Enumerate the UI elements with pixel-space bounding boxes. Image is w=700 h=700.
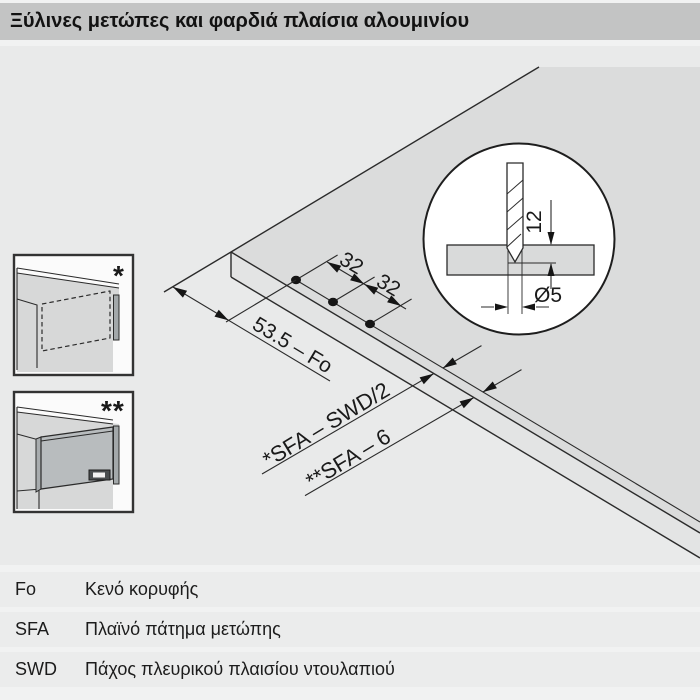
arrow-icon	[442, 357, 457, 369]
arrow-icon	[364, 284, 379, 295]
arrow-icon	[350, 273, 365, 284]
extension-line-3	[373, 298, 412, 323]
hole-2	[328, 297, 338, 307]
legend-abbr: SWD	[15, 659, 57, 679]
legend-row-fo: Fo Κενό κορυφής	[0, 572, 700, 607]
arrow-icon	[327, 262, 342, 273]
cabinet-body	[17, 273, 119, 372]
edge-distance-arrows	[173, 287, 229, 321]
frame-distance-arrows	[459, 381, 497, 409]
overlay-distance-arrows	[419, 357, 457, 385]
drill-flutes	[506, 179, 524, 248]
legend-definition: Πλαϊνό πάτημα μετώπης	[85, 619, 281, 639]
extension-line-1	[299, 254, 338, 279]
top-edge-line	[16, 406, 114, 421]
inset-overlay-front: *	[12, 253, 135, 377]
hole-wall-lines	[507, 245, 523, 314]
top-edge-line	[16, 267, 120, 285]
drill-depth-label: 12	[523, 210, 546, 233]
inset-marker-label: **	[101, 395, 125, 426]
front-panel-top-thickness	[40, 430, 114, 442]
panel-front-bottom-edge	[230, 276, 700, 559]
cabinet-lines	[16, 267, 120, 370]
inset-aluminium-frame-front: **	[12, 390, 135, 514]
trigger-slot	[93, 472, 105, 478]
legend-definition: Κενό κορυφής	[85, 579, 199, 599]
legend-abbr: Fo	[15, 579, 37, 599]
panel-front-top-edge	[230, 251, 700, 534]
arrow-icon	[459, 397, 474, 409]
interior-corner-line	[16, 298, 38, 368]
front-panel-side-edge	[35, 436, 42, 493]
arrow-icon	[495, 303, 508, 311]
legend-row-sfa: SFA Πλαϊνό πάτημα μετώπης	[0, 612, 700, 647]
arrow-icon	[419, 373, 434, 385]
extension-line-2	[336, 276, 375, 301]
top-edge-line-2	[16, 411, 114, 425]
arrow-icon	[482, 381, 497, 393]
arrow-icon	[214, 309, 229, 321]
arrow-icon	[387, 295, 402, 306]
overlay-marker-label: *	[113, 260, 124, 291]
drill-detail-circle: 12 Ø5	[422, 142, 616, 336]
diagram-canvas: 32 32 53.5 – Fo *SFA – SWD/2	[0, 46, 700, 565]
trigger-unit	[88, 469, 111, 481]
arrow-icon	[522, 303, 535, 311]
page-header: Ξύλινες μετώπες και φαρδιά πλαίσια αλουμ…	[0, 3, 700, 40]
abbreviation-legend: Fo Κενό κορυφής SFA Πλαϊνό πάτημα μετώπη…	[0, 572, 700, 692]
installation-diagram: 32 32 53.5 – Fo *SFA – SWD/2	[0, 42, 700, 565]
legend-definition: Πάχος πλευρικού πλαισίου ντουλαπιού	[85, 659, 395, 679]
panel-edges	[163, 66, 700, 559]
hole-centerline	[295, 279, 700, 523]
arrow-icon	[547, 263, 555, 276]
hole-spacing-arrows	[327, 262, 402, 306]
legend-abbr: SFA	[15, 619, 50, 639]
overlay-leader-line	[261, 373, 434, 475]
edge-dimension-line	[172, 286, 331, 382]
aluminium-frame-profile	[113, 425, 120, 485]
legend-row-swd: SWD Πάχος πλευρικού πλαισίου ντουλαπιού	[0, 652, 700, 687]
edge-distance-dimension	[172, 279, 331, 382]
hole-extension-line	[225, 279, 297, 323]
top-edge-line-2	[16, 272, 120, 289]
drill-bit	[506, 162, 524, 264]
arrow-icon	[173, 287, 188, 298]
hole-row	[291, 275, 700, 523]
arrow-icon	[547, 232, 555, 245]
frame-leader-line	[304, 397, 474, 497]
drill-diameter-label: Ø5	[534, 284, 562, 307]
aluminium-frame-profile	[113, 294, 120, 341]
hole-3	[365, 319, 375, 329]
hidden-front-outline	[41, 290, 111, 352]
page-title: Ξύλινες μετώπες και φαρδιά πλαίσια αλουμ…	[10, 10, 470, 32]
